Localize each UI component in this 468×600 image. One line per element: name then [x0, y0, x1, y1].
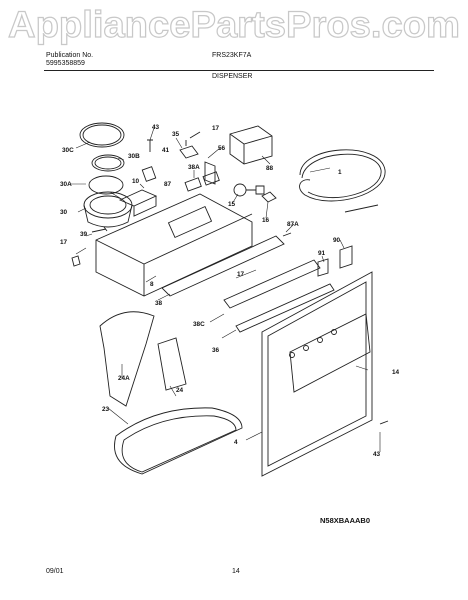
module-88 — [229, 125, 273, 165]
callout-17c: 17 — [237, 271, 245, 278]
callout-36: 36 — [212, 347, 220, 354]
callout-41: 41 — [162, 147, 170, 154]
publication-label: Publication No. — [46, 52, 94, 59]
diagram-code: N58XBAAAB0 — [320, 516, 371, 525]
callout-24: 24 — [176, 387, 184, 394]
callout-91: 91 — [318, 250, 326, 257]
section-title: DISPENSER — [212, 73, 253, 80]
callout-4: 4 — [234, 439, 238, 446]
callout-1: 1 — [338, 169, 342, 176]
callout-38: 38 — [155, 300, 163, 307]
callout-43: 43 — [152, 124, 160, 131]
board-38c — [223, 259, 321, 309]
callout-90: 90 — [333, 237, 341, 244]
bracket-91 — [317, 258, 329, 277]
board-38 — [161, 235, 285, 297]
part-43 — [147, 139, 153, 152]
callout-15: 15 — [228, 201, 236, 208]
callout-23: 23 — [102, 406, 110, 413]
bracket-90 — [339, 245, 353, 269]
header-rule — [44, 70, 434, 71]
part-41 — [141, 166, 157, 182]
part-56 — [204, 161, 216, 185]
screw-39 — [91, 226, 108, 233]
watermark: AppliancePartsPros.com — [7, 3, 460, 45]
switch-38a — [184, 177, 202, 192]
callout-30b: 30B — [128, 153, 140, 160]
ring-30c — [79, 122, 125, 148]
footer-page: 14 — [232, 568, 240, 575]
callout-35: 35 — [172, 131, 180, 138]
clip-87a — [71, 255, 81, 267]
bulb-15 — [233, 183, 247, 197]
callout-10: 10 — [132, 178, 140, 185]
strip-36 — [235, 283, 335, 333]
watermark-text: AppliancePartsPros.com — [8, 4, 460, 45]
callout-17: 17 — [212, 125, 220, 132]
door-14 — [289, 313, 371, 393]
callout-24a: 24A — [118, 375, 130, 382]
callout-30c: 30C — [62, 147, 74, 154]
switch-35 — [179, 140, 199, 159]
callout-38c: 38C — [193, 321, 205, 328]
callout-30: 30 — [60, 209, 68, 216]
callout-30a: 30A — [60, 181, 72, 188]
footer-date: 09/01 — [46, 568, 64, 575]
tube-1 — [299, 149, 386, 202]
panel-4 — [261, 271, 373, 477]
ring-30b — [91, 154, 125, 172]
callout-17b: 87A — [287, 221, 299, 228]
screw-43 — [379, 420, 389, 425]
callout-8: 8 — [150, 281, 154, 288]
callout-39: 39 — [80, 231, 88, 238]
screw-17 — [189, 131, 292, 237]
callout-56: 56 — [218, 145, 226, 152]
flapper-24 — [157, 337, 187, 391]
ring-30a — [88, 175, 124, 195]
tray-23 — [114, 407, 243, 475]
callout-16: 16 — [262, 217, 270, 224]
model-number: FRS23KF7A — [212, 52, 252, 59]
socket-16 — [261, 191, 277, 203]
callout-87: 87 — [164, 181, 172, 188]
callout-88: 88 — [266, 165, 274, 172]
callout-38a: 38A — [188, 164, 200, 171]
chute-24a — [99, 311, 155, 407]
housing-8 — [95, 193, 253, 297]
callout-43b: 43 — [373, 451, 381, 458]
publication-number: 5995358859 — [46, 60, 85, 67]
callout-87a: 17 — [60, 239, 68, 246]
callout-14: 14 — [392, 369, 400, 376]
